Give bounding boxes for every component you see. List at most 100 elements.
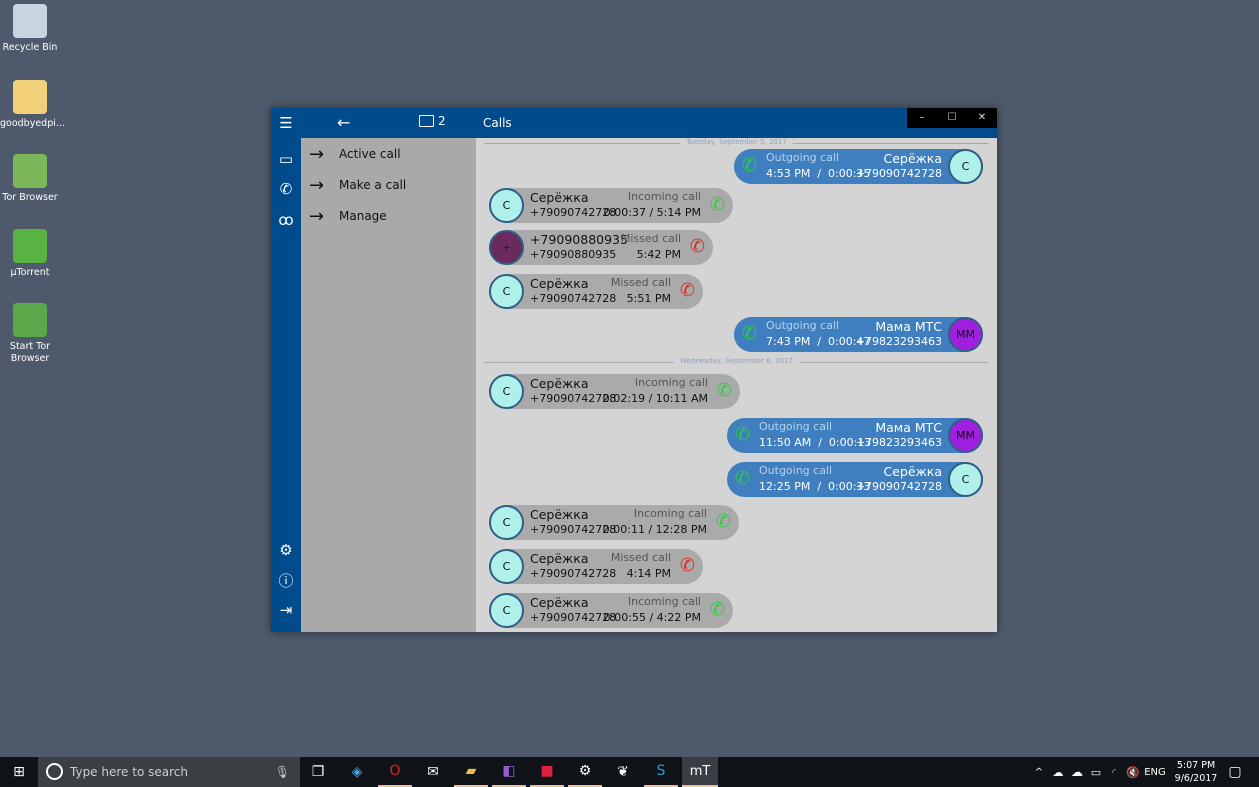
app-mt-button[interactable]: mT bbox=[682, 757, 718, 787]
microphone-icon[interactable]: 🎙 bbox=[274, 765, 290, 779]
message-count: 2 bbox=[438, 114, 446, 128]
call-type: Incoming call bbox=[634, 376, 708, 389]
file-explorer-icon[interactable]: ▰ bbox=[454, 757, 488, 787]
avatar: С bbox=[948, 462, 983, 497]
app-icon-bird[interactable]: ❦ bbox=[617, 764, 629, 780]
skype-icon[interactable]: S bbox=[644, 757, 678, 787]
app-window: ← 2 Calls – ☐ ✕ ☰ ▭ ✆ ꝏ ⚙ ⓘ ⇥ →Active ca… bbox=[271, 108, 997, 632]
desktop-icon-label: µTorrent bbox=[10, 267, 50, 278]
avatar: С bbox=[948, 149, 983, 184]
contact-name: Серёжка bbox=[883, 464, 942, 479]
volume-muted-icon[interactable]: 🔇 bbox=[1126, 765, 1140, 779]
desktop-icon-image bbox=[13, 154, 47, 188]
desktop-icon-label: Start Tor Browser bbox=[9, 341, 51, 364]
visual-studio-icon[interactable]: ◧ bbox=[492, 757, 526, 787]
action-center-icon[interactable]: ▢ bbox=[1228, 764, 1242, 780]
contact-name: Серёжка bbox=[883, 151, 942, 166]
menu-item-active-call[interactable]: →Active call bbox=[309, 143, 401, 165]
clock[interactable]: 5:07 PM 9/6/2017 bbox=[1174, 760, 1218, 784]
settings-gear-icon[interactable]: ⚙ bbox=[279, 541, 293, 559]
call-time: 4:53 PM / 0:00:35 bbox=[766, 167, 871, 180]
arrow-right-icon: → bbox=[309, 174, 325, 196]
maximize-button[interactable]: ☐ bbox=[947, 112, 957, 123]
minimize-button[interactable]: – bbox=[919, 112, 925, 123]
taskbar: ⊞ Type here to search 🎙 ❐ ◈ O ✉ ▰ ◧ ■ ⚙ … bbox=[0, 757, 1259, 787]
back-button[interactable]: ← bbox=[337, 113, 351, 132]
call-time: 7:43 PM / 0:00:47 bbox=[766, 335, 871, 348]
avatar: + bbox=[489, 230, 524, 265]
call-time: 4:14 PM bbox=[626, 567, 671, 580]
date-separator: Wednesday, September 6, 2017 bbox=[484, 357, 989, 367]
onedrive-icon[interactable]: ☁ bbox=[1071, 765, 1083, 779]
incoming-call-icon: ✆ bbox=[716, 380, 732, 401]
avatar: С bbox=[489, 593, 524, 628]
call-type: Incoming call bbox=[633, 507, 707, 520]
contact-number: +79090742728 bbox=[855, 480, 942, 493]
contact-number: +79090742728 bbox=[530, 392, 617, 405]
call-type: Incoming call bbox=[627, 595, 701, 608]
contact-number: +79090742728 bbox=[530, 611, 617, 624]
incoming-call-icon: ✆ bbox=[709, 194, 725, 215]
contact-name: Серёжка bbox=[530, 276, 589, 291]
show-hidden-icons[interactable]: ^ bbox=[1034, 766, 1044, 778]
app-icon-1[interactable]: ◈ bbox=[351, 764, 363, 780]
desktop-icon[interactable]: Tor Browser bbox=[0, 154, 60, 204]
window-controls: – ☐ ✕ bbox=[907, 108, 997, 128]
desktop-icon[interactable]: Start Tor Browser bbox=[0, 303, 60, 365]
contact-number: +79090742728 bbox=[530, 567, 617, 580]
outgoing-call-icon: ✆ bbox=[742, 155, 758, 176]
task-view-icon[interactable]: ❐ bbox=[311, 764, 325, 780]
call-type: Outgoing call bbox=[759, 420, 833, 433]
search-box[interactable]: Type here to search 🎙 bbox=[38, 757, 300, 787]
close-button[interactable]: ✕ bbox=[977, 112, 987, 123]
desktop-icon-label: Tor Browser bbox=[2, 192, 58, 203]
chat-icon bbox=[419, 115, 434, 127]
opera-icon[interactable]: O bbox=[378, 757, 412, 787]
messages-button[interactable]: 2 bbox=[419, 114, 446, 128]
desktop-icon[interactable]: µTorrent bbox=[0, 229, 60, 279]
contact-name: Серёжка bbox=[530, 507, 589, 522]
chat-nav-icon[interactable]: ▭ bbox=[278, 150, 294, 168]
phone-nav-icon[interactable]: ✆ bbox=[279, 180, 293, 198]
desktop-icon[interactable]: Recycle Bin bbox=[0, 4, 60, 54]
contact-number: +79823293463 bbox=[855, 436, 942, 449]
mail-icon[interactable]: ✉ bbox=[427, 764, 439, 780]
wifi-icon[interactable]: ◜ bbox=[1111, 765, 1117, 779]
call-time: 0:00:11 / 12:28 PM bbox=[602, 523, 707, 536]
call-time: 5:51 PM bbox=[626, 292, 671, 305]
contacts-nav-icon[interactable]: ꝏ bbox=[278, 211, 294, 229]
title-bar: ← 2 Calls – ☐ ✕ bbox=[271, 108, 997, 138]
info-icon[interactable]: ⓘ bbox=[278, 571, 294, 590]
language-indicator[interactable]: ENG bbox=[1144, 766, 1166, 778]
start-button[interactable]: ⊞ bbox=[13, 764, 25, 780]
settings-icon[interactable]: ⚙ bbox=[568, 757, 602, 787]
contact-name: Серёжка bbox=[530, 376, 589, 391]
menu-item-manage[interactable]: →Manage bbox=[309, 205, 387, 227]
app-icon-red[interactable]: ■ bbox=[530, 757, 564, 787]
menu-item-make-call[interactable]: →Make a call bbox=[309, 174, 407, 196]
battery-icon[interactable]: ▭ bbox=[1090, 765, 1102, 779]
sign-out-icon[interactable]: ⇥ bbox=[279, 601, 293, 619]
contact-number: +79090742728 bbox=[530, 206, 617, 219]
call-type: Missed call bbox=[620, 232, 681, 245]
page-title: Calls bbox=[483, 116, 512, 130]
date-separator: Tuesday, September 5, 2017 bbox=[484, 138, 989, 148]
desktop-icon[interactable]: goodbyedpi... bbox=[0, 80, 65, 130]
tray-app-icon[interactable]: ☁ bbox=[1052, 765, 1064, 779]
contact-name: Серёжка bbox=[530, 551, 589, 566]
hamburger-menu-icon[interactable]: ☰ bbox=[279, 114, 293, 132]
call-time: 12:25 PM / 0:00:33 bbox=[759, 480, 871, 493]
call-list[interactable]: Tuesday, September 5, 2017 Wednesday, Se… bbox=[476, 138, 997, 632]
contact-name: Серёжка bbox=[530, 190, 589, 205]
